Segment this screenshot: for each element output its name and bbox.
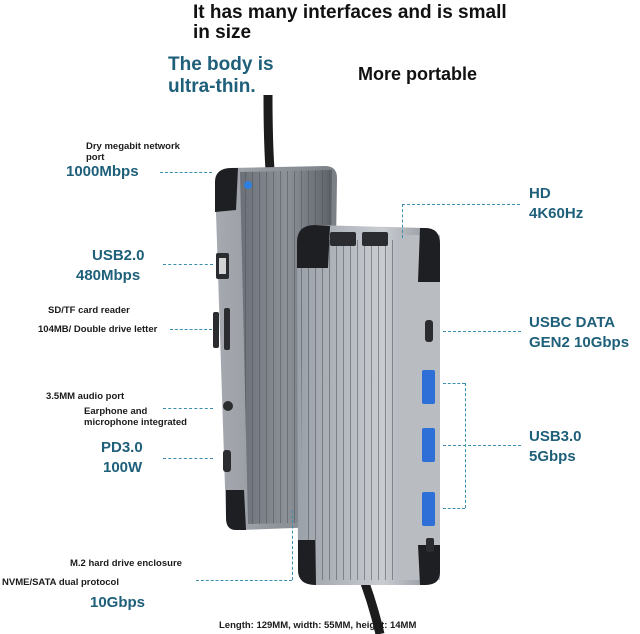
headline-line1: It has many interfaces and is small <box>193 2 507 23</box>
front-hub-body <box>297 225 440 585</box>
more-portable: More portable <box>358 64 478 84</box>
usb3-speed: 5Gbps <box>529 448 576 465</box>
card-reader-label: SD/TF card reader <box>48 305 130 316</box>
audio-label: 3.5MM audio port <box>46 391 125 402</box>
pd-power: 100W <box>103 459 143 476</box>
usbc-label: USBC DATA <box>529 314 616 331</box>
dimensions-text: Length: 129MM, width: 55MM, height: 14MM <box>219 620 417 631</box>
audio-detail-1: Earphone and <box>84 406 148 417</box>
m2-label: M.2 hard drive enclosure <box>70 558 182 569</box>
hd-resolution: 4K60Hz <box>529 205 584 222</box>
usbc-speed: GEN2 10Gbps <box>529 334 630 351</box>
hd-label: HD <box>529 185 551 202</box>
usb3-label: USB3.0 <box>529 428 582 445</box>
m2-protocol: NVME/SATA dual protocol <box>2 577 119 588</box>
pd-label: PD3.0 <box>101 439 143 456</box>
usb2-speed: 480Mbps <box>76 267 141 284</box>
thin-body-line2: ultra-thin. <box>168 76 256 97</box>
usb2-label: USB2.0 <box>92 247 145 264</box>
network-label-1: Dry megabit network <box>86 141 180 152</box>
thin-body-line1: The body is <box>168 54 274 75</box>
headline-line2: in size <box>193 22 252 43</box>
card-reader-detail: 104MB/ Double drive letter <box>38 324 158 335</box>
network-label-2: port <box>86 152 105 163</box>
top-cable <box>263 94 275 171</box>
m2-speed: 10Gbps <box>90 594 146 611</box>
network-speed: 1000Mbps <box>66 163 139 180</box>
audio-detail-2: microphone integrated <box>84 417 187 428</box>
